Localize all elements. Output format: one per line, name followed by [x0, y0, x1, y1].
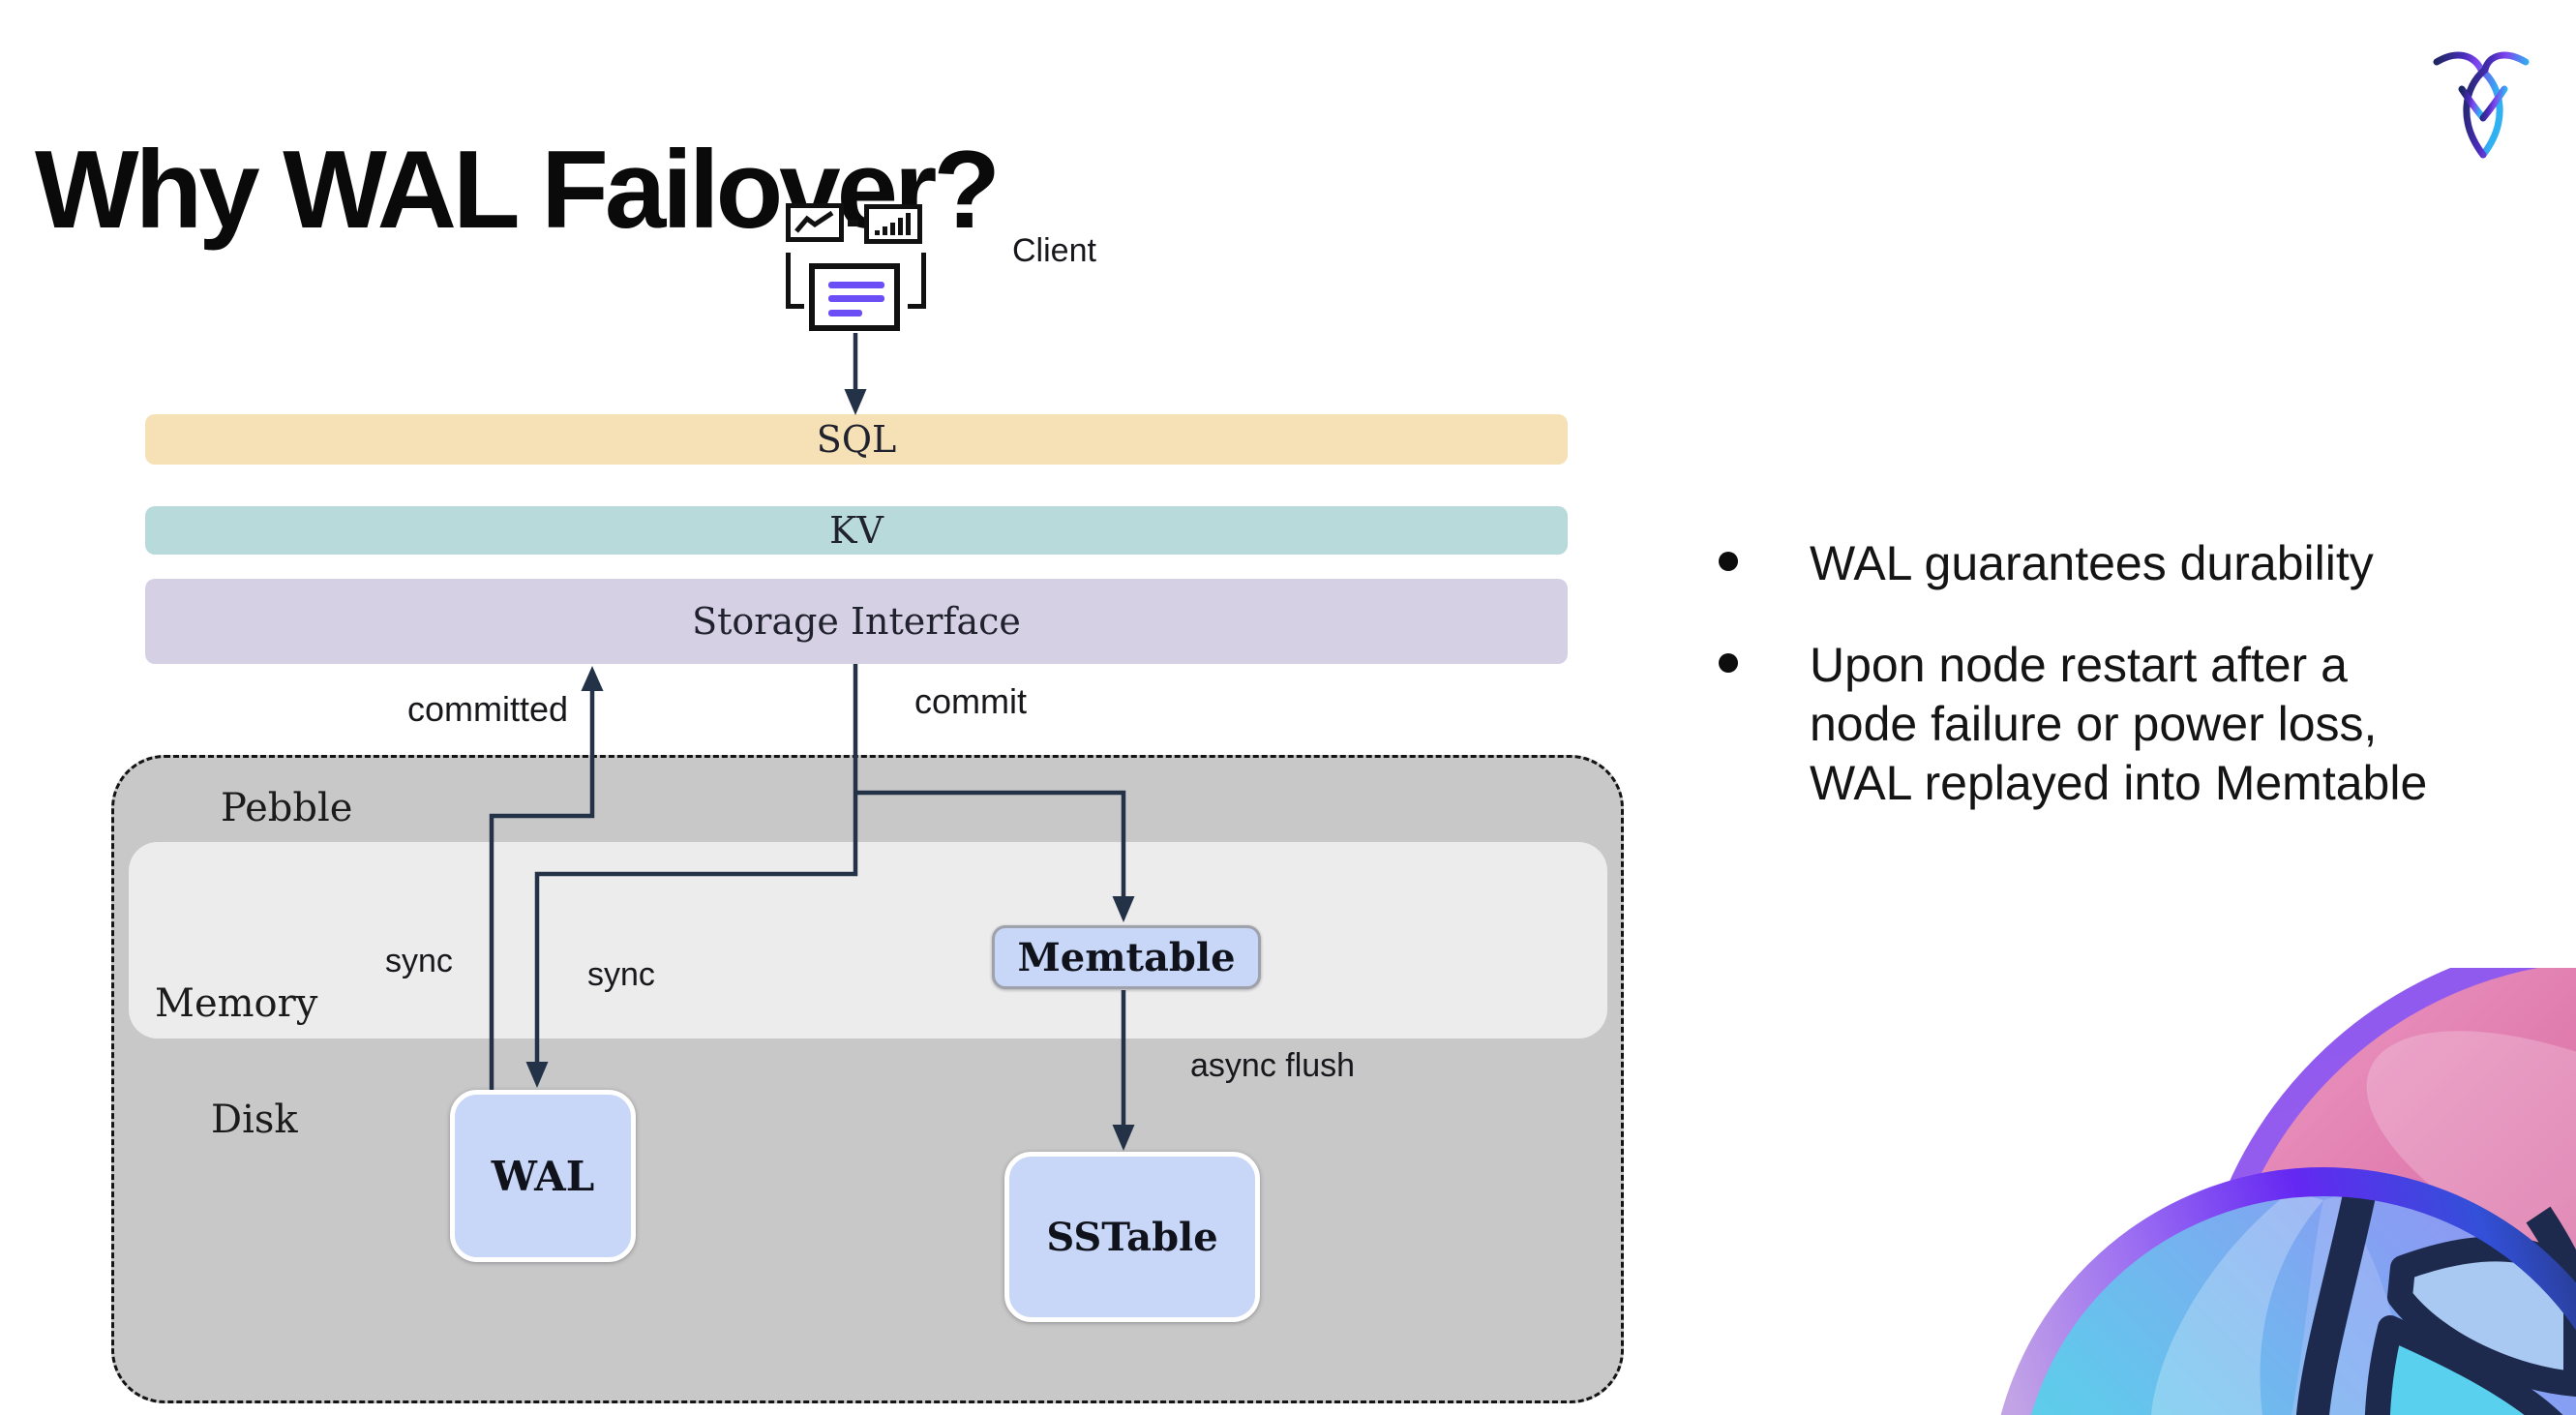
arrowhead-down-icon [844, 389, 867, 415]
left-bracket-icon [786, 253, 791, 309]
layer-storage-interface: Storage Interface [145, 579, 1568, 664]
page-title: Why WAL Failover? [35, 129, 1001, 253]
line-chart-icon [786, 203, 844, 242]
arrowhead-up-icon [581, 666, 604, 691]
bar-chart-icon [864, 204, 922, 244]
right-bracket-icon [921, 253, 926, 309]
document-text-line [828, 282, 884, 288]
wal-box-label: WAL [491, 1152, 595, 1200]
sstable-box-label: SSTable [1046, 1214, 1218, 1260]
bullet-dot-icon [1719, 653, 1738, 673]
client-label: Client [1012, 232, 1096, 269]
layer-sql: SQL [145, 414, 1568, 465]
left-bracket-foot [786, 304, 804, 309]
memory-label: Memory [155, 981, 318, 1026]
memtable-box: Memtable [992, 925, 1261, 989]
cockroachdb-logo-icon [2433, 51, 2530, 159]
memtable-box-label: Memtable [1017, 934, 1236, 980]
sync-label-left: sync [385, 943, 453, 979]
memory-band [129, 842, 1607, 1039]
document-icon [809, 263, 900, 331]
wal-box: WAL [450, 1090, 636, 1262]
layer-kv-label: KV [829, 509, 884, 552]
bullet-text: WAL guarantees durability [1810, 536, 2374, 590]
document-text-line [828, 310, 862, 316]
layer-storage-label: Storage Interface [692, 600, 1021, 643]
list-item: Upon node restart after a node failure o… [1709, 636, 2444, 813]
commit-label: commit [914, 681, 1027, 721]
layer-kv: KV [145, 506, 1568, 555]
bullet-list: WAL guarantees durability Upon node rest… [1709, 534, 2444, 813]
disk-label: Disk [211, 1098, 298, 1142]
sstable-box: SSTable [1004, 1152, 1260, 1322]
layer-sql-label: SQL [816, 418, 897, 461]
right-bracket-foot [908, 304, 926, 309]
bullet-dot-icon [1719, 552, 1738, 571]
sync-label-right: sync [587, 956, 655, 993]
dash-connector-icon [848, 220, 858, 226]
pebble-label: Pebble [221, 786, 353, 830]
list-item: WAL guarantees durability [1709, 534, 2444, 593]
bullet-text: Upon node restart after a node failure o… [1810, 638, 2428, 810]
committed-label: committed [407, 689, 569, 729]
async-flush-label: async flush [1190, 1047, 1356, 1084]
document-text-line [828, 295, 884, 302]
decorative-brand-graphic [2000, 968, 2576, 1415]
